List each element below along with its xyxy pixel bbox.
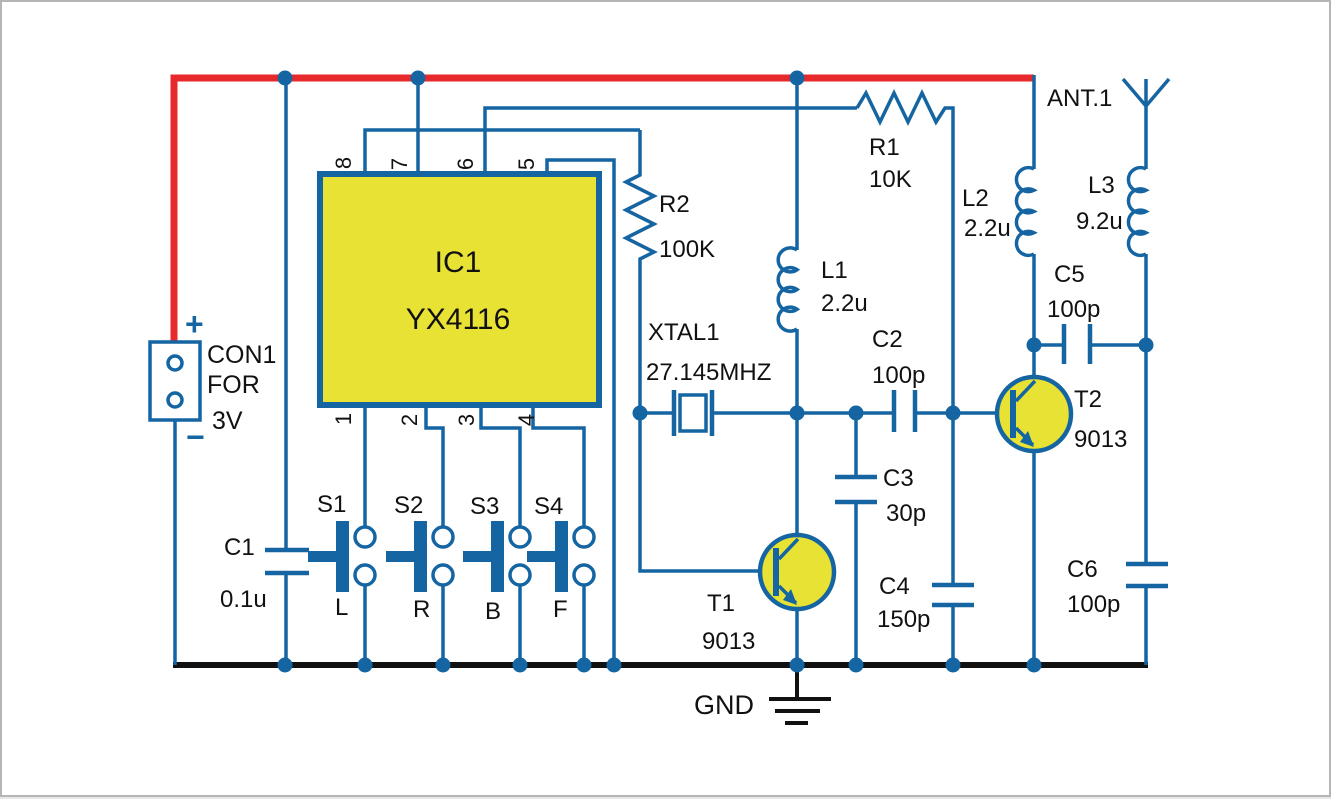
switch-s4-symbol[interactable] xyxy=(527,521,596,592)
wire-t1-base xyxy=(638,413,774,573)
ic1-pin-6: 6 xyxy=(453,158,478,170)
vcc-power-rail xyxy=(170,74,1034,344)
switch-s3-function: B xyxy=(485,598,501,625)
ic1-part: YX4116 xyxy=(406,303,511,336)
con1-voltage: 3V xyxy=(212,407,243,435)
wire-pin8-r2 xyxy=(363,128,640,174)
con1-for: FOR xyxy=(207,371,260,399)
crystal-value: 27.145MHZ xyxy=(646,359,771,386)
inductor-l1-value: 2.2u xyxy=(821,290,868,317)
inductor-l1-ref: L1 xyxy=(821,257,848,284)
capacitor-c1-value: 0.1u xyxy=(220,586,267,613)
junction-dots xyxy=(277,70,1154,673)
ic1-pin-4: 4 xyxy=(514,414,539,426)
transistor-t2-symbol xyxy=(994,374,1074,454)
antenna-symbol xyxy=(1121,77,1171,108)
ground-symbol xyxy=(769,665,831,725)
capacitor-c2-value: 100p xyxy=(872,362,925,389)
switch-s4-function: F xyxy=(553,596,568,623)
connector-con1-symbol xyxy=(148,340,202,422)
resistor-r1-value: 10K xyxy=(869,166,912,193)
capacitor-c6-symbol xyxy=(1126,561,1168,589)
crystal-ref: XTAL1 xyxy=(648,319,720,346)
capacitor-c3-value: 30p xyxy=(886,500,926,527)
crystal-xtal1-symbol xyxy=(671,390,715,436)
ic1-ref: IC1 xyxy=(435,246,482,279)
capacitor-c6-ref: C6 xyxy=(1067,556,1098,583)
wire-pin6-r1 xyxy=(483,106,857,174)
ic1-pin-8: 8 xyxy=(331,157,356,169)
capacitor-c1-symbol xyxy=(265,547,309,576)
ic1-body xyxy=(317,171,602,408)
switch-s1-symbol[interactable] xyxy=(308,521,377,592)
capacitor-c2-symbol xyxy=(891,390,918,432)
capacitor-c5-ref: C5 xyxy=(1054,261,1085,288)
wire-s3 xyxy=(479,405,522,665)
capacitor-c2-ref: C2 xyxy=(872,326,903,353)
ic1-pin-7: 7 xyxy=(387,158,412,170)
inductor-l2-ref: L2 xyxy=(962,185,989,212)
inductor-l3-symbol xyxy=(1126,165,1150,258)
resistor-r2-value: 100K xyxy=(659,236,715,263)
inductor-l2-symbol xyxy=(1014,165,1038,258)
capacitor-c3-symbol xyxy=(835,474,877,505)
capacitor-c4-ref: C4 xyxy=(879,573,910,600)
wire-s2 xyxy=(424,405,445,665)
switch-s4-ref: S4 xyxy=(534,493,563,520)
transistor-t1-symbol xyxy=(757,532,837,612)
capacitor-c3-ref: C3 xyxy=(883,465,914,492)
ic1-pin-3: 3 xyxy=(454,414,479,426)
switch-s2-function: R xyxy=(413,596,430,623)
capacitor-c5-value: 100p xyxy=(1047,296,1100,323)
ic1-pin-5: 5 xyxy=(514,158,539,170)
transistor-t2-part: 9013 xyxy=(1074,426,1127,453)
switch-s3-ref: S3 xyxy=(470,493,499,520)
switch-s3-symbol[interactable] xyxy=(463,521,532,592)
ic1-pin-1: 1 xyxy=(331,413,356,425)
inductor-l3-ref: L3 xyxy=(1088,172,1115,199)
con1-plus-sign: + xyxy=(185,306,204,342)
transistor-t1-part: 9013 xyxy=(702,628,755,655)
inductor-l3-value: 9.2u xyxy=(1076,208,1123,235)
transistor-t2-ref: T2 xyxy=(1074,386,1102,413)
wire-s4 xyxy=(531,405,586,665)
resistor-r2-symbol xyxy=(622,130,658,413)
antenna-ref: ANT.1 xyxy=(1047,85,1112,112)
switch-s1-function: L xyxy=(335,594,348,621)
ground-label: GND xyxy=(694,690,754,720)
capacitor-c5-symbol xyxy=(1061,324,1093,364)
capacitor-c4-value: 150p xyxy=(877,606,930,633)
ic1-pin-2: 2 xyxy=(397,414,422,426)
switch-s1-ref: S1 xyxy=(317,491,346,518)
transistor-t1-ref: T1 xyxy=(707,590,735,617)
wires xyxy=(173,75,1171,665)
resistor-r2-ref: R2 xyxy=(659,191,690,218)
con1-ref: CON1 xyxy=(207,341,276,369)
inductor-l1-symbol xyxy=(776,246,801,333)
capacitor-c4-symbol xyxy=(932,582,974,608)
switch-s2-ref: S2 xyxy=(394,492,423,519)
resistor-r1-ref: R1 xyxy=(869,134,900,161)
labels: + − CON1 FOR 3V C1 0.1u S1 S2 S3 S4 L R … xyxy=(185,85,1127,720)
wire-pin5-ground xyxy=(545,158,616,665)
inductor-l2-value: 2.2u xyxy=(964,215,1011,242)
switch-s2-symbol[interactable] xyxy=(386,521,455,592)
capacitor-c6-value: 100p xyxy=(1067,591,1120,618)
resistor-r1-symbol xyxy=(855,88,955,665)
con1-minus-sign: − xyxy=(186,419,205,455)
capacitor-c1-ref: C1 xyxy=(224,534,255,561)
